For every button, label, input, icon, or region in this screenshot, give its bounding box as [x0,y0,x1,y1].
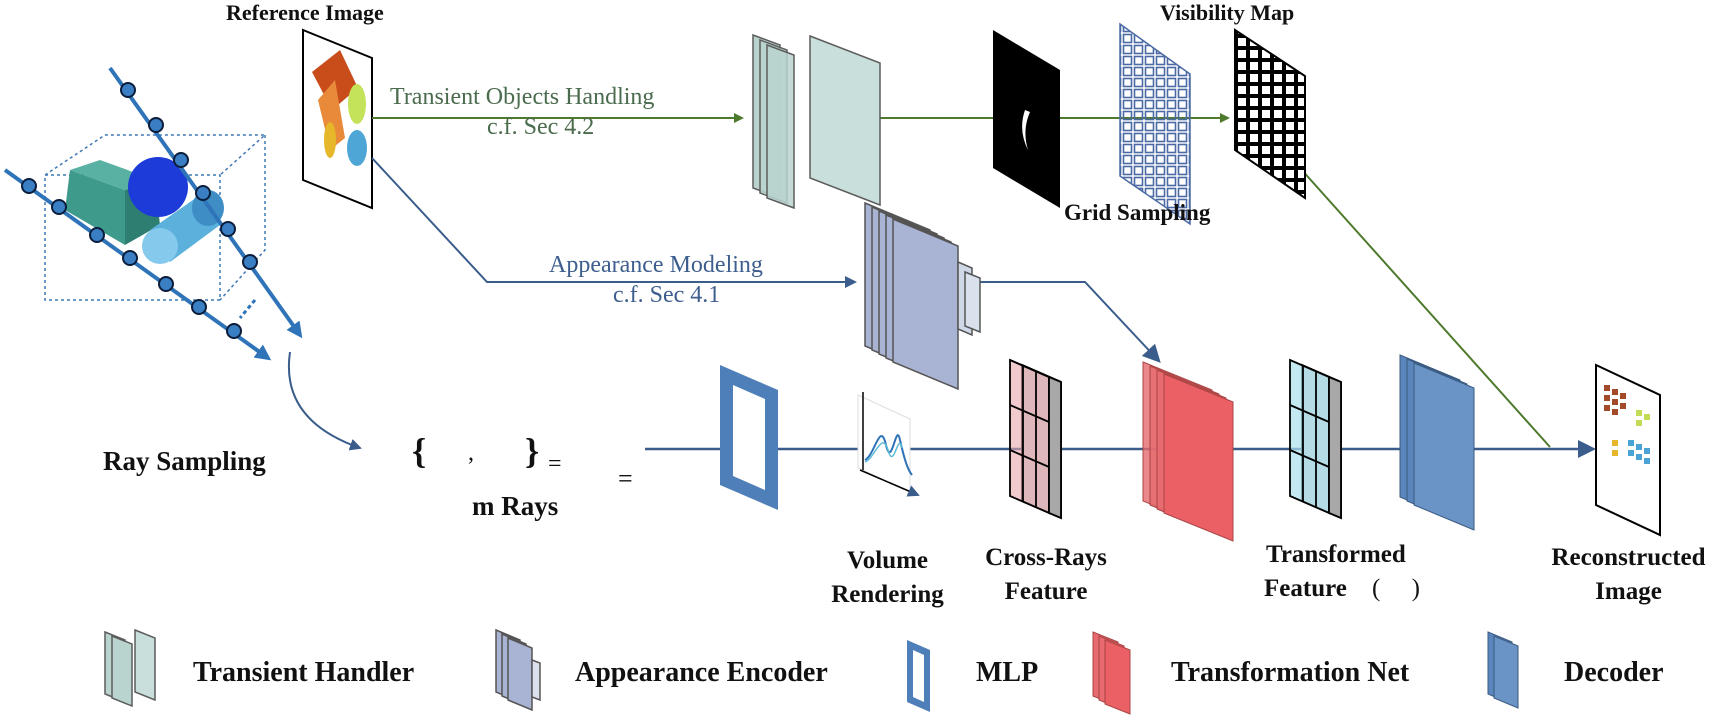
legend-appearance-icon [495,628,541,712]
transformed-line-1: Transformed [1266,541,1406,568]
legend-appearance-label: Appearance Encoder [575,657,828,688]
grid-sampling-label: Grid Sampling [1064,200,1211,225]
transient-mask [993,30,1060,208]
transformed-line-2: Feature [1264,575,1347,602]
grid-sampling-grid [1119,22,1191,226]
ray-set-open: { [412,431,427,471]
visibility-map-label: Visibility Map [1160,0,1295,25]
cross-rays-line-2: Feature [1004,578,1088,605]
legend-icons [104,628,1519,715]
legend-transient-icon [104,628,156,708]
cube-shape [65,170,125,245]
transformed-feature [1289,358,1342,520]
reconstructed-image [1595,363,1661,537]
ray-set-equals: = [548,451,562,477]
volume-rendering-plot [857,392,920,497]
legend-transformation-label: Transformation Net [1171,657,1410,688]
equals-sign: = [618,464,633,493]
legend-decoder-icon [1487,631,1519,709]
mlp-block [720,365,778,510]
ray-line [108,66,303,339]
volume-rendering-line-1: Volume [846,547,929,574]
cross-rays-line-1: Cross-Rays [985,544,1107,571]
legend-transient-label: Transient Handler [193,657,415,688]
volume-rendering-label: Volume Rendering [815,544,960,612]
reconstructed-line-1: Reconstructed [1551,544,1706,571]
reference-image-label: Reference Image [226,0,384,25]
transient-handler-block [752,33,881,210]
sample-points [21,82,258,339]
legend-mlp-label: MLP [976,657,1039,688]
ray-set-close: } [525,431,540,471]
legend-mlp-icon [907,640,930,712]
legend-decoder-label: Decoder [1564,657,1664,688]
transformed-paren: ( ) [1372,575,1420,602]
ray-line [3,168,272,361]
transient-ref-label: c.f. Sec 4.2 [487,114,595,140]
reference-image [302,28,373,210]
sphere-shape [128,157,188,217]
appearance-encoder-block [864,201,981,391]
cross-rays-feature-label: Cross-Rays Feature [966,541,1126,609]
appearance-ref-label: c.f. Sec 4.1 [613,282,721,308]
appearance-path-label: Appearance Modeling [549,252,763,278]
legend-transformation-icon [1092,631,1131,715]
cross-rays-feature [1009,358,1062,520]
ray-sampling-label: Ray Sampling [103,446,266,476]
m-rays-label: m Rays [472,491,559,521]
ray-sampling-scene [3,66,362,451]
transient-path-label: Transient Objects Handling [390,84,655,110]
visibility-map [1234,28,1306,200]
transformation-net-block [1142,361,1234,542]
volume-rendering-line-2: Rendering [831,581,944,608]
ray-set-comma: , [468,440,474,466]
decoder-block [1399,354,1475,531]
reconstructed-line-2: Image [1595,578,1662,605]
reconstructed-image-label: Reconstructed Image [1536,541,1721,609]
